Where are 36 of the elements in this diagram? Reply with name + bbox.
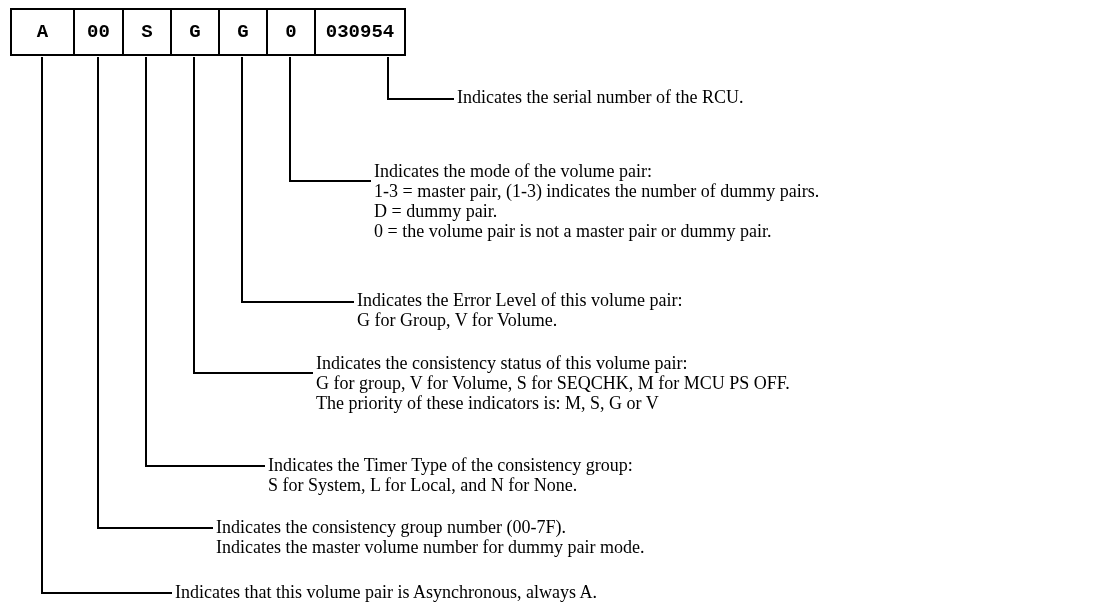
leader-line: [145, 56, 266, 467]
code-character: G: [189, 21, 201, 43]
description-text: S for System, L for Local, and N for None.: [268, 475, 579, 495]
description-text: Indicates the mode of the volume pair:: [374, 161, 653, 181]
leader-line: [387, 56, 455, 100]
description-text: Indicates the Error Level of this volume pair:: [357, 290, 683, 310]
description-text: G for group, V for Volume, S for SEQCHK, M for MCU PS OFF.: [316, 373, 790, 393]
code-field-cell: [10, 8, 75, 56]
description-text: Indicates that this volume pair is Asynchronous, always A.: [175, 582, 597, 602]
code-field-cell: [314, 8, 406, 56]
leader-line: [97, 56, 214, 529]
code-field-cell: [266, 8, 316, 56]
description-text: Indicates the Timer Type of the consistency group:: [268, 455, 633, 475]
code-character: S: [141, 21, 153, 43]
code-field-cell: [122, 8, 172, 56]
leader-line: [289, 56, 372, 182]
description-text: Indicates the consistency status of this volume pair:: [316, 353, 689, 373]
code-character: 0: [285, 21, 297, 43]
description-text: Indicates the master volume number for dummy pair mode.: [216, 537, 645, 557]
description-text: 1-3 = master pair, (1-3) indicates the number of dummy pairs.: [374, 181, 820, 201]
code-character: G: [237, 21, 249, 43]
code-character: A: [36, 21, 49, 43]
leader-line: [241, 56, 355, 303]
code-field-cell: [170, 8, 220, 56]
code-character: 00: [87, 21, 110, 43]
code-field-cell: [73, 8, 124, 56]
description-text: Indicates the serial number of the RCU.: [457, 87, 744, 107]
description-text: The priority of these indicators is: M, S, G or V: [316, 393, 660, 413]
description-text: G for Group, V for Volume.: [357, 310, 559, 330]
description-text: Indicates the consistency group number (00-7F).: [216, 517, 567, 537]
leader-line: [193, 56, 314, 374]
description-text: D = dummy pair.: [374, 201, 499, 221]
description-text: 0 = the volume pair is not a master pair or dummy pair.: [374, 221, 773, 241]
code-field-cell: [218, 8, 268, 56]
leader-line: [41, 56, 173, 594]
code-character: 030954: [325, 21, 395, 43]
